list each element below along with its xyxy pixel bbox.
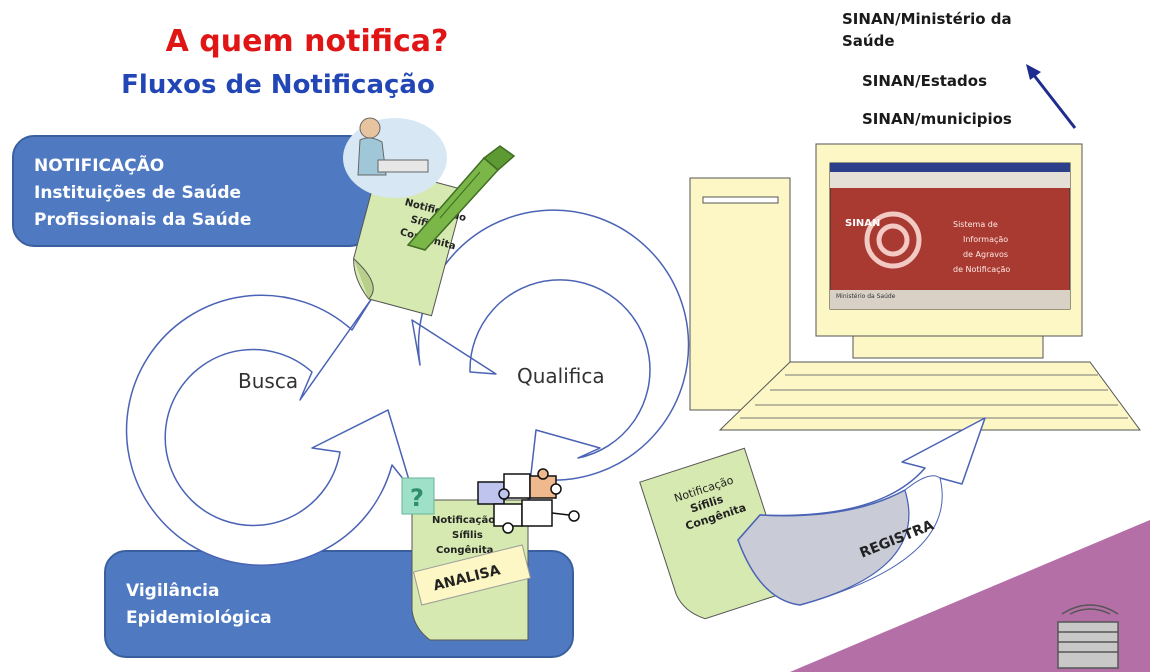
nurse-illustration-icon <box>343 117 447 198</box>
screen-line-2: Informação <box>963 235 1008 244</box>
sinan-states-label: SINAN/Estados <box>862 72 988 90</box>
computer-tower-icon <box>689 177 791 411</box>
svg-text:?: ? <box>410 484 424 512</box>
busca-cycle-arrow <box>125 294 413 566</box>
qualifica-label: Qualifica <box>517 364 605 388</box>
vigilance-line-2: Epidemiológica <box>126 608 272 628</box>
screen-footer: Ministério da Saúde <box>836 293 896 300</box>
question-mark-icon: ? <box>401 477 435 515</box>
puzzle-icon <box>477 468 580 534</box>
arrow-up-icon <box>1026 64 1077 129</box>
sinan-municipalities-label: SINAN/municipios <box>862 110 1012 128</box>
page-title: A quem notifica? <box>165 24 449 59</box>
doc-bottom-line-2: Sífilis <box>452 529 483 541</box>
building-icon <box>1057 604 1119 669</box>
pen-icon <box>406 145 516 251</box>
screen-line-3: de Agravos <box>963 250 1008 259</box>
screen-line-1: Sistema de <box>953 220 998 229</box>
sinan-ministry-label: SINAN/Ministério da Saúde <box>842 10 1012 50</box>
page-subtitle: Fluxos de Notificação <box>121 70 435 100</box>
busca-label: Busca <box>238 369 298 393</box>
vigilance-line-1: Vigilância <box>126 581 220 601</box>
sinan-screen: SINAN Sistema de Informação de Agravos d… <box>829 162 1071 310</box>
doc-bottom-line-3: Congênita <box>436 544 493 556</box>
registra-arrow <box>737 417 986 606</box>
notification-heading: NOTIFICAÇÃO <box>34 156 165 176</box>
notification-line-professionals: Profissionais da Saúde <box>34 210 252 230</box>
screen-logo: SINAN <box>845 218 880 229</box>
doc-bottom-line-1: Notificação <box>432 515 495 526</box>
notification-line-institutions: Instituições de Saúde <box>34 183 242 203</box>
screen-line-4: de Notificação <box>953 265 1010 274</box>
notification-box: NOTIFICAÇÃO Instituições de Saúde Profis… <box>12 135 372 247</box>
document-right: Notificação Sífilis Congênita <box>639 447 792 620</box>
qualifica-cycle-arrow <box>411 209 690 501</box>
